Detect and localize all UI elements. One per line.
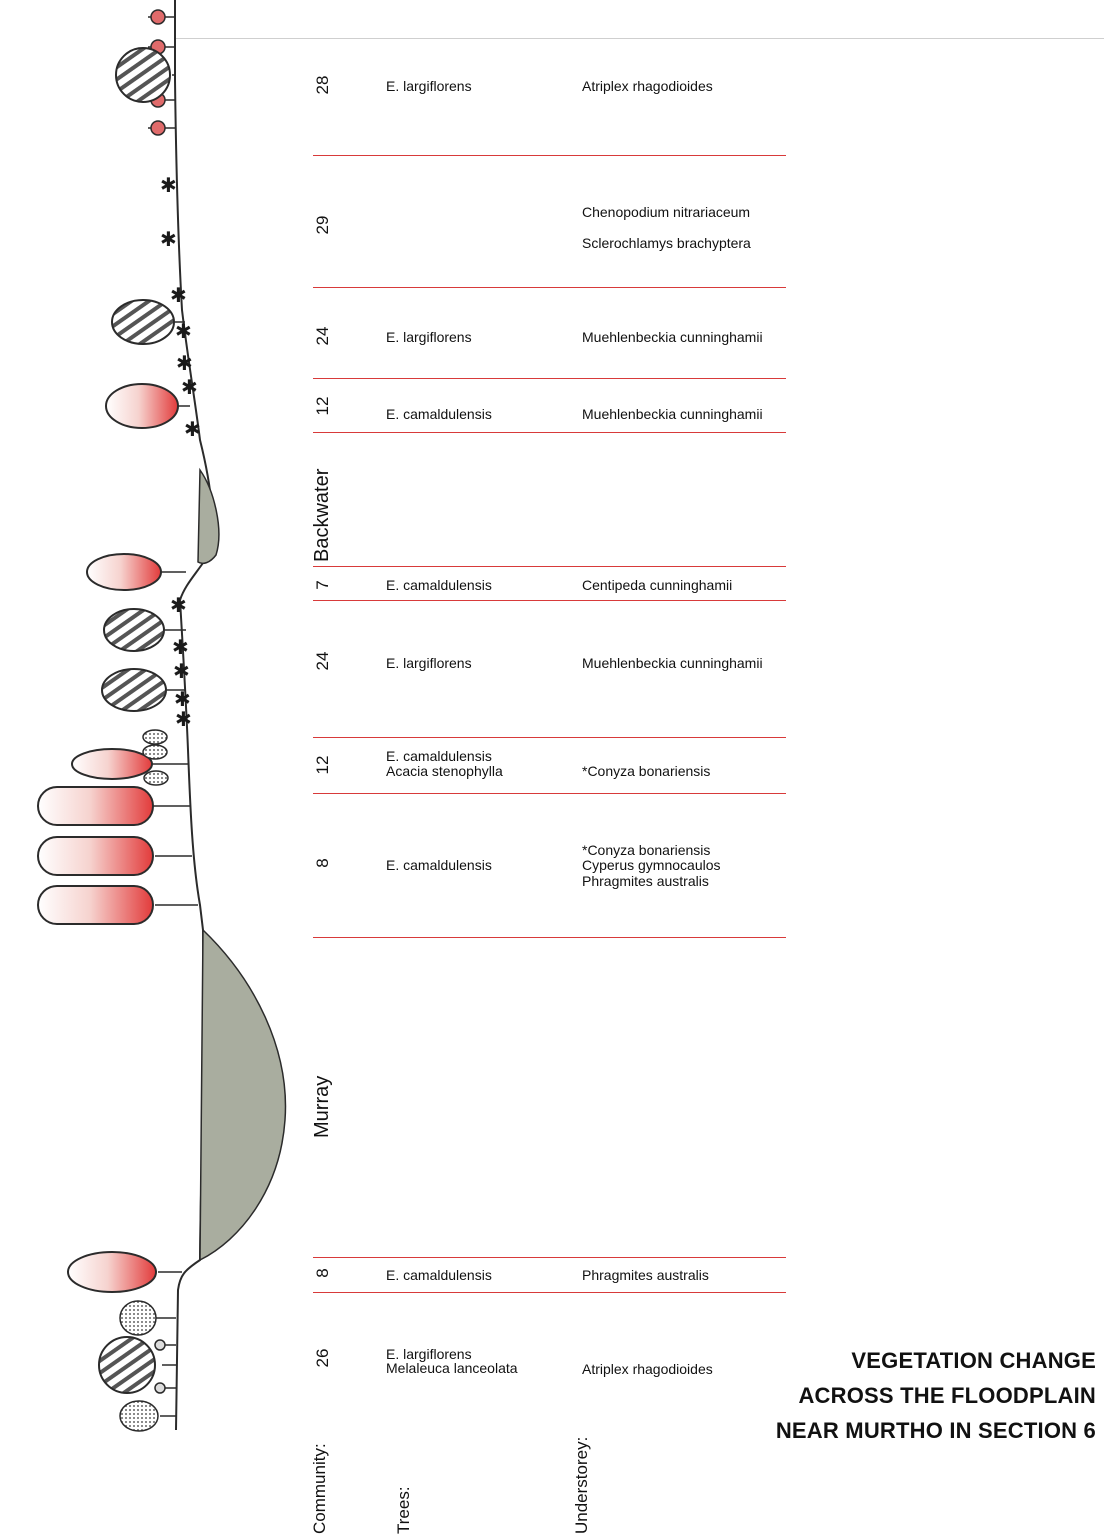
community-number: 12 <box>313 386 333 426</box>
separator <box>313 1257 786 1258</box>
community-number: 12 <box>313 745 333 785</box>
small-shrubs-bottom <box>155 1340 165 1393</box>
svg-text:✱: ✱ <box>175 707 192 731</box>
understorey-text: Muehlenbeckia cunninghamii <box>582 656 763 670</box>
community-number: 24 <box>313 641 333 681</box>
understorey-text: Centipeda cunninghamii <box>582 578 732 592</box>
understorey-text: Chenopodium nitrariaceum <box>582 205 750 219</box>
separator <box>313 566 786 567</box>
figure-title: VEGETATION CHANGE ACROSS THE FLOODPLAIN … <box>736 1343 1096 1448</box>
murray-label: Murray <box>311 1076 334 1138</box>
understorey-text: *Conyza bonariensis <box>582 764 710 778</box>
understorey-text: Phragmites australis <box>582 1268 709 1282</box>
trees-text: E. camaldulensis <box>386 1268 492 1282</box>
svg-text:✱: ✱ <box>184 417 201 441</box>
red-gum-trees <box>38 384 178 1292</box>
svg-text:✱: ✱ <box>176 351 193 375</box>
backwater-water <box>198 470 219 563</box>
community-number: 7 <box>313 565 333 605</box>
understorey-text: Muehlenbeckia cunninghamii <box>582 330 763 344</box>
community-number: 29 <box>313 205 333 245</box>
separator <box>313 378 786 379</box>
svg-text:✱: ✱ <box>170 593 187 617</box>
separator <box>313 600 786 601</box>
svg-text:✱: ✱ <box>160 173 177 197</box>
trees-text: E. largiflorens <box>386 656 472 670</box>
community-number: 8 <box>313 843 333 883</box>
header-trees: Trees: <box>394 1486 414 1534</box>
trees-text: Melaleuca lanceolata <box>386 1361 518 1375</box>
separator <box>313 1292 786 1293</box>
separator <box>313 432 786 433</box>
trees-text: E. largiflorens <box>386 1347 472 1361</box>
title-line: ACROSS THE FLOODPLAIN <box>736 1378 1096 1413</box>
trees-text: E. camaldulensis <box>386 407 492 421</box>
floodplain-profile: ✱ ✱ ✱ ✱ ✱ ✱ ✱ ✱ ✱ ✱ ✱ ✱ <box>0 0 300 1537</box>
separator <box>313 737 786 738</box>
svg-text:✱: ✱ <box>181 375 198 399</box>
separator <box>313 155 786 156</box>
understorey-text: Sclerochlamys brachyptera <box>582 236 751 250</box>
community-number: 8 <box>313 1253 333 1293</box>
understorey-text: Cyperus gymnocaulos <box>582 858 721 872</box>
community-number: 24 <box>313 316 333 356</box>
trees-text: E. largiflorens <box>386 79 472 93</box>
svg-text:✱: ✱ <box>173 659 190 683</box>
understorey-text: Atriplex rhagodioides <box>582 79 713 93</box>
header-community: Community: <box>310 1443 330 1534</box>
community-number: 26 <box>313 1338 333 1378</box>
understorey-text: *Conyza bonariensis <box>582 843 710 857</box>
understorey-text: Muehlenbeckia cunninghamii <box>582 407 763 421</box>
svg-text:✱: ✱ <box>175 319 192 343</box>
svg-text:✱: ✱ <box>160 227 177 251</box>
separator <box>313 937 786 938</box>
separator <box>313 793 786 794</box>
backwater-label: Backwater <box>311 469 334 562</box>
separator <box>313 287 786 288</box>
top-rule <box>175 38 1104 39</box>
trees-text: Acacia stenophylla <box>386 764 503 778</box>
murray-water <box>200 930 285 1260</box>
trees-text: E. camaldulensis <box>386 858 492 872</box>
header-understorey: Understorey: <box>572 1437 592 1534</box>
title-line: NEAR MURTHO IN SECTION 6 <box>736 1413 1096 1448</box>
understorey-text: Atriplex rhagodioides <box>582 1362 713 1376</box>
svg-text:✱: ✱ <box>172 635 189 659</box>
community-number: 28 <box>313 65 333 105</box>
svg-text:✱: ✱ <box>170 283 187 307</box>
trees-text: E. camaldulensis <box>386 749 492 763</box>
trees-text: E. camaldulensis <box>386 578 492 592</box>
understorey-text: Phragmites australis <box>582 874 709 888</box>
title-line: VEGETATION CHANGE <box>736 1343 1096 1378</box>
trees-text: E. largiflorens <box>386 330 472 344</box>
acacia-shrubs <box>120 730 168 1431</box>
